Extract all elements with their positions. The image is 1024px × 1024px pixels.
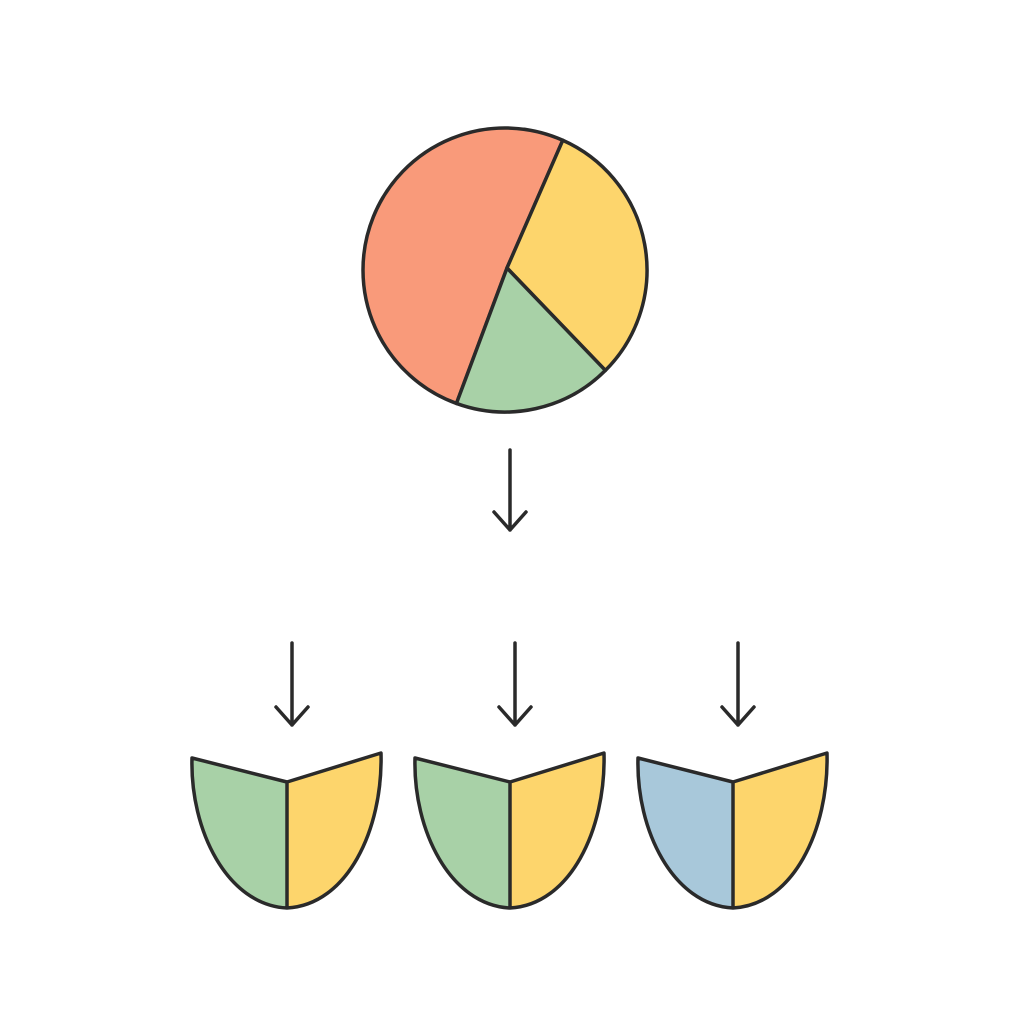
shield-left-half (414, 758, 510, 908)
arrow-down-icon (497, 641, 533, 727)
green-slice (454, 266, 608, 414)
shield-left-half (637, 758, 733, 908)
shield-right-half (287, 753, 382, 908)
shield-shape (636, 751, 829, 910)
shield-right-half (510, 753, 605, 908)
shield-right-half (733, 753, 828, 908)
yellow-slice (505, 138, 649, 373)
shield-shape (413, 751, 606, 910)
shield-left-half (191, 758, 287, 908)
shield-outline (190, 751, 383, 910)
arrow-down-icon (274, 641, 310, 727)
shield-outline (413, 751, 606, 910)
pie-circle (361, 126, 649, 414)
shield-outline (636, 751, 829, 910)
shield-shape (190, 751, 383, 910)
arrow-down-icon (720, 641, 756, 727)
orange-slice (361, 126, 565, 406)
arrow-down-icon (492, 448, 528, 532)
